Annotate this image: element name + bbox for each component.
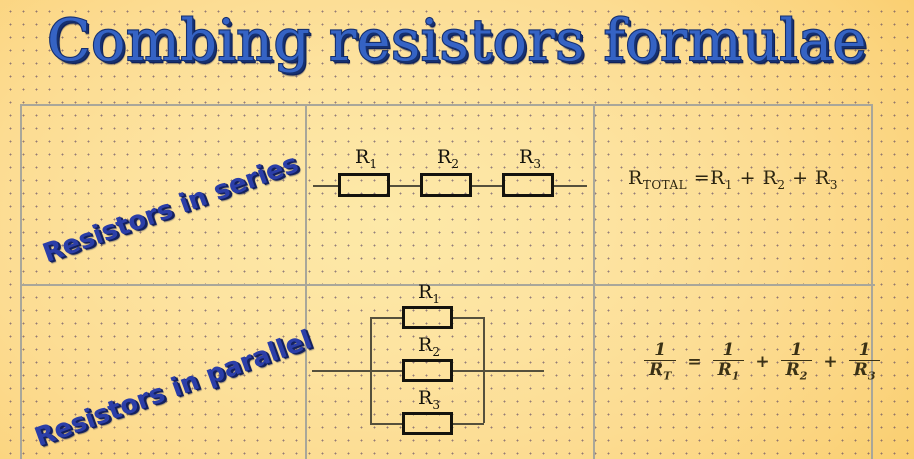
- parallel-resistor-1: [402, 306, 453, 329]
- series-resistor-3: [502, 173, 554, 197]
- series-resistor-2: [420, 173, 472, 197]
- series-formula-lhs: R: [628, 167, 643, 189]
- series-formula-lhs-subscript: TOTAL: [642, 177, 688, 192]
- parallel-resistor-3-label: R3: [418, 387, 440, 412]
- series-formula-term-1: R: [710, 167, 725, 189]
- series-wire-lead-right: [552, 185, 587, 187]
- parallel-formula-equals: =: [687, 351, 702, 372]
- parallel-formula-term-3: 1 R3: [848, 340, 881, 383]
- table-column-divider-2: [593, 106, 595, 459]
- parallel-branch-2-wire-right: [452, 370, 484, 372]
- parallel-resistor-3: [402, 412, 453, 435]
- series-resistor-1: [338, 173, 390, 197]
- parallel-formula-operator-2: +: [823, 351, 838, 372]
- series-formula-term-3: R: [815, 167, 830, 189]
- series-formula-operator-1: +: [739, 167, 757, 189]
- parallel-wire-lead-left: [312, 370, 370, 372]
- table-column-divider-1: [305, 106, 307, 459]
- series-wire-lead-left: [313, 185, 340, 187]
- series-formula-operator-2: +: [792, 167, 809, 189]
- table-row-divider: [22, 284, 875, 286]
- parallel-branch-3-wire-right: [452, 423, 484, 425]
- parallel-resistor-2: [402, 359, 453, 382]
- parallel-branch-3-wire-left: [370, 423, 403, 425]
- series-formula-term-2: R: [762, 167, 778, 189]
- parallel-formula-lhs-fraction: 1 RT: [644, 340, 677, 383]
- parallel-branch-1-wire-left: [370, 317, 403, 319]
- series-resistor-1-label: R1: [355, 146, 377, 171]
- parallel-branch-2-wire-left: [370, 370, 403, 372]
- parallel-formula-operator-1: +: [755, 351, 770, 372]
- content-table: [20, 104, 875, 459]
- parallel-formula: 1 RT = 1 R1 + 1 R2 + 1 R3: [640, 340, 884, 383]
- parallel-formula-term-2: 1 R2: [780, 340, 813, 383]
- parallel-formula-term-1: 1 R1: [712, 340, 745, 383]
- series-resistor-3-label: R3: [519, 146, 541, 171]
- series-wire-segment-2: [470, 185, 504, 187]
- page-title: Combing resistors formulae: [46, 7, 868, 75]
- parallel-branch-1-wire-right: [452, 317, 484, 319]
- parallel-wire-lead-right: [483, 370, 544, 372]
- series-formula: RTOTAL =R1 + R2 + R3: [628, 167, 838, 192]
- series-wire-segment-1: [388, 185, 422, 187]
- parallel-resistor-1-label: R1: [418, 281, 440, 306]
- parallel-resistor-2-label: R2: [418, 334, 440, 359]
- series-formula-equals: =: [693, 167, 711, 189]
- series-resistor-2-label: R2: [437, 146, 459, 171]
